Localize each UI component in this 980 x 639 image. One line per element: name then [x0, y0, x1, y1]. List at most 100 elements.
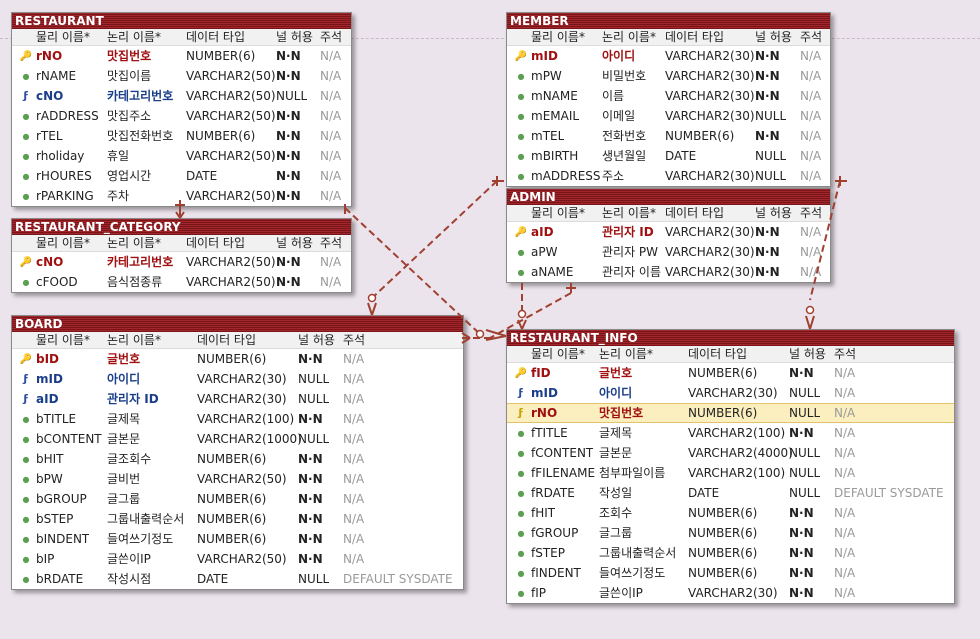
table-title[interactable]: RESTAURANT [12, 13, 351, 29]
relation-admin-board-line[interactable] [489, 292, 572, 339]
relation-member-info[interactable] [809, 180, 841, 301]
header-comment[interactable]: 주석 [800, 206, 823, 220]
header-physical[interactable]: 물리 이름* [531, 347, 585, 361]
header-type[interactable]: 데이터 타입 [197, 333, 257, 347]
header-physical[interactable]: 물리 이름* [36, 236, 90, 250]
header-logical[interactable]: 논리 이름* [599, 347, 653, 361]
table-title[interactable]: RESTAURANT_INFO [507, 330, 954, 346]
relation-marker[interactable] [367, 302, 373, 316]
header-physical[interactable]: 물리 이름* [36, 30, 90, 44]
relation-marker[interactable] [805, 315, 811, 330]
header-type[interactable]: 데이터 타입 [186, 236, 246, 250]
header-logical[interactable]: 논리 이름* [602, 30, 656, 44]
header-comment[interactable]: 주석 [834, 347, 857, 361]
header-nullable[interactable]: 널 허용 [755, 30, 792, 44]
table-title[interactable]: BOARD [12, 316, 463, 332]
header-comment[interactable]: 주석 [320, 236, 343, 250]
header-nullable[interactable]: 널 허용 [276, 30, 313, 44]
header-logical[interactable]: 논리 이름* [107, 236, 161, 250]
header-nullable[interactable]: 널 허용 [789, 347, 826, 361]
header-logical[interactable]: 논리 이름* [107, 30, 161, 44]
relation-member-board[interactable] [371, 180, 498, 299]
relation-marker[interactable] [485, 329, 507, 337]
table-title[interactable]: RESTAURANT_CATEGORY [12, 219, 351, 235]
header-logical[interactable]: 논리 이름* [602, 206, 656, 220]
relation-restaurant-info[interactable] [344, 207, 481, 335]
header-comment[interactable]: 주석 [343, 333, 366, 347]
header-type[interactable]: 데이터 타입 [665, 206, 725, 220]
table-title[interactable]: MEMBER [507, 13, 830, 29]
header-logical[interactable]: 논리 이름* [107, 333, 161, 347]
header-nullable[interactable]: 널 허용 [755, 206, 792, 220]
header-physical[interactable]: 물리 이름* [531, 30, 585, 44]
relation-marker[interactable] [371, 302, 377, 316]
relation-marker[interactable] [485, 335, 507, 341]
relation-marker[interactable] [179, 211, 185, 219]
header-physical[interactable]: 물리 이름* [36, 333, 90, 347]
relation-marker[interactable] [175, 211, 181, 219]
table-title[interactable]: ADMIN [507, 189, 830, 205]
header-nullable[interactable]: 널 허용 [276, 236, 313, 250]
header-nullable[interactable]: 널 허용 [298, 333, 335, 347]
header-physical[interactable]: 물리 이름* [531, 206, 585, 220]
relation-marker[interactable] [517, 319, 523, 330]
header-type[interactable]: 데이터 타입 [665, 30, 725, 44]
header-type[interactable]: 데이터 타입 [688, 347, 748, 361]
header-comment[interactable]: 주석 [800, 30, 823, 44]
header-type[interactable]: 데이터 타입 [186, 30, 246, 44]
header-comment[interactable]: 주석 [320, 30, 343, 44]
relation-marker[interactable] [809, 315, 815, 330]
relation-marker[interactable] [461, 337, 471, 344]
